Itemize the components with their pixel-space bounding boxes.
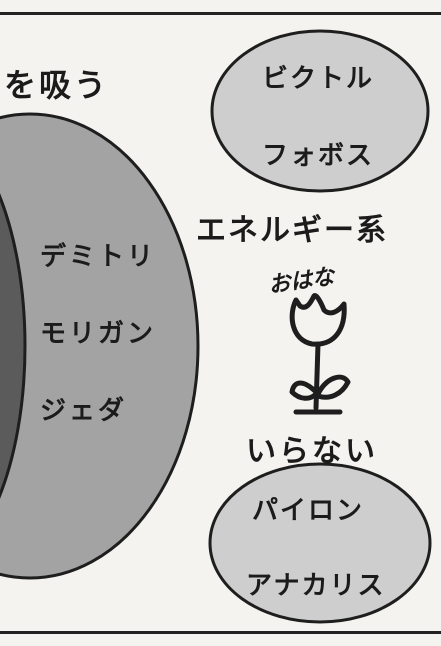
flower-icon xyxy=(289,293,351,415)
top-oval-item-phobos: フォボス xyxy=(262,141,375,171)
energy-label: エネルギー系 xyxy=(196,213,388,248)
top-oval xyxy=(210,29,430,193)
bottom-border xyxy=(0,631,441,634)
bottom-oval-item-anakaris: アナカリス xyxy=(246,571,386,601)
not-needed-label: いらない xyxy=(246,434,378,469)
top-border xyxy=(0,12,441,15)
top-oval-item-victor: ビクトル xyxy=(262,64,375,94)
big-circle-item-demitri: デミトリ xyxy=(40,242,157,272)
big-circle-outer xyxy=(0,112,200,580)
big-circle-item-jedah: ジェダ xyxy=(40,396,128,426)
left-heading: を吸う xyxy=(4,66,110,104)
big-circle-inner xyxy=(0,193,27,499)
big-circle-item-morrigan: モリガン xyxy=(40,319,157,349)
bottom-oval xyxy=(208,462,432,624)
bottom-oval-item-pyron: パイロン xyxy=(252,496,365,526)
